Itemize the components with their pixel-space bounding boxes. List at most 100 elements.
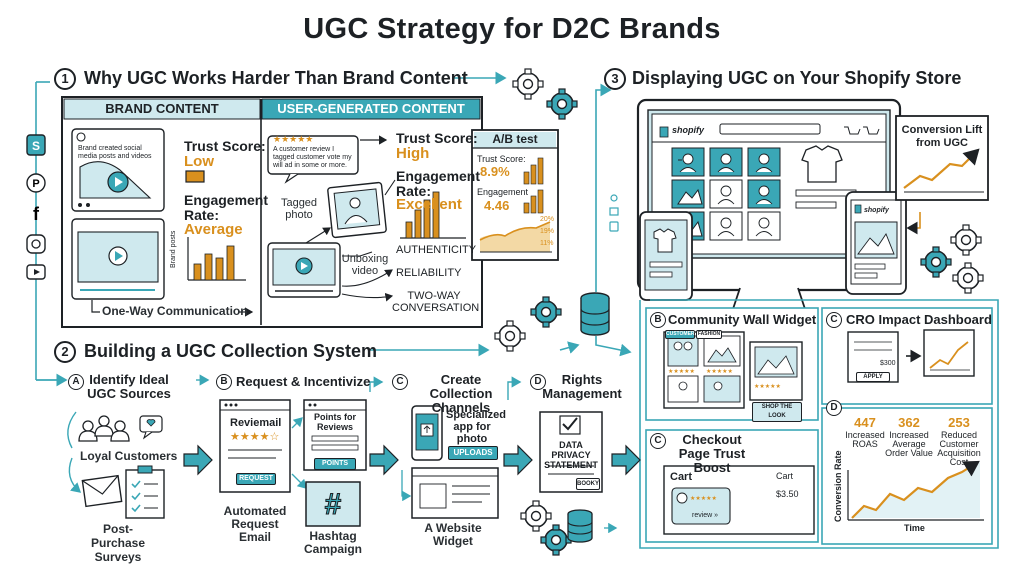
gear-icon	[520, 500, 552, 532]
tagged-photo-card	[327, 181, 387, 239]
gear-icon	[494, 320, 526, 352]
svg-text:f: f	[33, 204, 40, 224]
step-a-letter: A	[68, 374, 84, 390]
svg-text:S: S	[32, 139, 40, 153]
metric-label: Reduced Customer Acquisition Cost	[937, 430, 981, 467]
conversion-lift-label: Conversion Lift from UGC	[901, 124, 983, 149]
reviemail-label: Reviemail	[230, 417, 282, 429]
metric-value: 362	[898, 415, 920, 430]
step-c-letter: C	[392, 374, 408, 390]
display-d-letter: D	[826, 400, 842, 416]
booky-button[interactable]: BOOKY	[576, 478, 600, 490]
metric-value: 253	[948, 415, 970, 430]
authenticity-label: AUTHENTICITY	[396, 244, 477, 256]
social-icons: S P f	[26, 81, 68, 387]
customer-tab[interactable]: CUSTOMER	[665, 330, 695, 339]
ab-tick: 20%	[540, 216, 555, 223]
brand-engagement-value: Average	[184, 221, 243, 238]
ab-tick: 11%	[540, 240, 554, 247]
ab-trust-value: 8.9%	[480, 164, 510, 179]
loyal-customers-label: Loyal Customers	[80, 449, 178, 463]
instagram-icon	[26, 234, 46, 254]
unboxing-video-label: Unboxing video	[341, 253, 389, 277]
step-b-title: Request & Incentivize	[236, 374, 371, 389]
shopify-bag-icon: S	[26, 134, 46, 156]
ugc-trust-value: High	[396, 145, 430, 162]
smartphone	[639, 211, 693, 301]
brand-engagement-label: Engagement Rate:	[184, 192, 269, 223]
metric-label: Increased ROAS	[845, 430, 885, 449]
section-1-title: Why UGC Works Harder Than Brand Content	[84, 68, 468, 88]
brand-post-text: Brand created social media posts and vid…	[78, 145, 152, 160]
ugc-bar-chart	[400, 191, 466, 239]
privacy-doc-title: DATA PRIVACY STATEMENT	[544, 440, 598, 470]
review-link[interactable]: review »	[692, 512, 719, 519]
ab-engagement-value: 4.46	[484, 198, 510, 213]
gear-icon	[546, 88, 578, 120]
section-1-number: 1	[54, 68, 76, 90]
display-c2-letter: C	[650, 433, 666, 449]
brand-video-card	[71, 218, 165, 300]
smartphone-shopify	[845, 191, 907, 295]
ab-trust-label: Trust Score:	[477, 154, 526, 164]
cro-value: $300	[880, 360, 896, 367]
cart-label-right: Cart	[776, 471, 794, 481]
svg-text:★★★★★: ★★★★★	[690, 495, 717, 502]
brand-post-card	[71, 128, 165, 212]
community-wall-widget: ★★★★★ ★★★★★ ★★★★★	[663, 331, 803, 409]
points-reviews-label: Points for Reviews	[314, 412, 356, 432]
display-frame	[639, 299, 999, 549]
database-icon	[567, 509, 593, 543]
automated-email-label: Automated Request Email	[223, 504, 287, 544]
section-2-number: 2	[54, 341, 76, 363]
checkout-card: ★★★★★	[663, 465, 815, 535]
request-button[interactable]: REQUEST	[236, 473, 276, 485]
tagged-photo-label: Tagged photo	[280, 197, 318, 221]
two-way-label: TWO-WAY CONVERSATION	[392, 290, 480, 314]
uploads-button[interactable]: UPLOADS	[448, 446, 498, 460]
gear-icon	[950, 224, 982, 256]
ab-engagement-label: Engagement	[477, 187, 529, 197]
step-c-title: Create Collection Channels	[429, 372, 493, 415]
hashtag-campaign-label: Hashtag Campaign	[303, 529, 362, 556]
reviemail-stars: ★★★★☆	[230, 431, 280, 443]
section-2-title: Building a UGC Collection System	[84, 341, 378, 361]
unboxing-video-card	[267, 242, 341, 298]
brand-bar-chart	[187, 237, 246, 281]
fashion-tab[interactable]: FASHION	[696, 330, 722, 339]
brand-content-header: BRAND CONTENT	[105, 101, 219, 116]
gear-icon	[952, 262, 984, 294]
review-stars: ★★★★★	[273, 134, 314, 144]
upload-phone	[411, 405, 443, 461]
svg-text:★★★★★: ★★★★★	[706, 368, 733, 375]
display-b-letter: B	[650, 312, 666, 328]
ab-test-card	[471, 129, 559, 261]
ugc-photo-grid	[671, 147, 781, 241]
step-b-letter: B	[216, 374, 232, 390]
cart-label: Cart	[670, 471, 693, 483]
section-3-title: Displaying UGC on Your Shopify Store	[632, 68, 962, 88]
conversion-chart	[847, 460, 984, 521]
website-widget-label: A Website Widget	[424, 521, 482, 548]
svg-text:#: #	[325, 488, 342, 521]
one-way-communication: One-Way Communication	[102, 304, 248, 318]
cro-dashboard-title: CRO Impact Dashboard	[846, 312, 992, 327]
review-text: A customer review I tagged customer vote…	[273, 146, 352, 169]
apply-button[interactable]: APPLY	[856, 372, 890, 382]
database-icon	[580, 292, 610, 336]
shopify-brand: shopify	[672, 125, 705, 135]
reliability-label: RELIABILITY	[396, 267, 462, 279]
customer-review-bubble	[267, 135, 359, 184]
shopify-brand-mobile: shopify	[864, 207, 889, 214]
points-button[interactable]: POINTS	[314, 458, 356, 470]
chart-x-label: Time	[904, 523, 925, 533]
website-widget-card	[411, 467, 499, 519]
shop-the-look-button[interactable]: SHOP THE LOOK	[752, 402, 802, 422]
ab-test-title: A/B test	[492, 132, 538, 146]
app-label: Specialized app for photo	[446, 409, 506, 445]
community-wall-title: Community Wall Widget	[668, 312, 817, 327]
ugc-engagement-label: Engagement Rate:	[396, 168, 481, 199]
conversion-lift-card	[895, 115, 989, 201]
svg-text:★★★★★: ★★★★★	[754, 383, 781, 390]
section-3-number: 3	[604, 68, 626, 90]
